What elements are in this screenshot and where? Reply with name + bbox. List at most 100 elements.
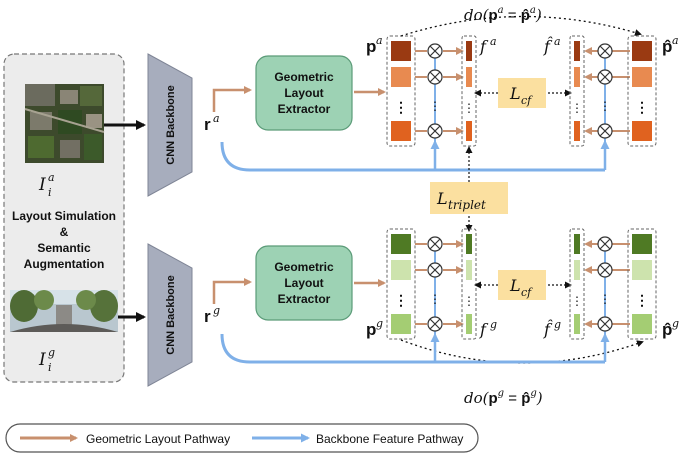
ground-backbone: CNN Backbone [147,243,193,387]
aerial-p-sup: a [376,34,383,47]
aerial-branch: r a Geometric Layout Extractor p a ⋮ ⋮ [204,5,679,172]
aerial-f-sup: a [490,35,497,48]
aerial-do-p-sup: a [498,5,504,16]
aerial-fhat-cell-3 [574,121,580,141]
aerial-otimes-1 [427,43,443,59]
aerial-p-ellipsis: ⋮ [394,99,408,115]
ground-do-arc [400,339,644,364]
aerial-do-phat-sup: a [530,5,536,16]
aerial-otimes-3 [427,123,443,139]
ground-p-cell-1 [391,234,411,254]
ground-p-group [386,228,416,340]
input-panel: I i a Layout Simulation & Semantic Augme… [3,53,125,383]
ground-phat-cell-3 [632,314,652,334]
aerial-phat-cell-1 [632,41,652,61]
ground-do-phat-sup: g [530,388,536,399]
aerial-phat-cell-2 [632,67,652,87]
legend-geometric-label: Geometric Layout Pathway [86,432,230,446]
ground-image [10,290,118,332]
ground-fhat-ellipsis: ⋮ [571,294,583,308]
ground-otimes-6 [597,316,613,332]
aerial-f-label: f [479,37,489,56]
ground-caption-sup: g [48,346,55,359]
ground-f-ellipsis: ⋮ [463,294,475,308]
aerial-f-cell-1 [466,41,472,61]
ground-extractor-line-1: Geometric [274,260,334,274]
ground-fhat-cell-3 [574,314,580,334]
ground-lcf-sub: cf [521,286,533,299]
aerial-lcf-box [498,78,546,108]
ground-do-eq: = [504,390,521,407]
ground-f-cell-2 [466,260,472,280]
ground-backbone-path [220,333,605,364]
ground-fhat-group [569,228,585,340]
ground-f-cell-1 [466,234,472,254]
method-line-1: Layout Simulation [12,209,116,223]
method-line-3: Semantic [37,241,91,255]
ground-r-to-extractor-arrow [212,278,252,304]
ground-do-open: do( [464,389,490,407]
ground-fhat-sup: g [554,318,561,331]
triplet-loss-box [430,182,508,214]
ground-phat-sup: g [672,317,679,330]
legend: Geometric Layout Pathway Backbone Featur… [5,423,479,453]
ground-phat-cell-2 [632,260,652,280]
aerial-otimes-6 [597,123,613,139]
aerial-extractor-line-3: Extractor [278,102,331,116]
aerial-phat-group [627,35,657,147]
aerial-extractor-line-1: Geometric [274,70,334,84]
ground-lcf-box [498,270,546,300]
ground-do-p: p [489,390,498,407]
aerial-f-cell-3 [466,121,472,141]
aerial-p-cell-1 [391,41,411,61]
aerial-otimes-2 [427,69,443,85]
aerial-f-ellipsis: ⋮ [463,101,475,115]
aerial-phat-cell-3 [632,121,652,141]
aerial-lcf-label: L [509,84,521,103]
ground-extractor-line-2: Layout [284,276,323,290]
aerial-do-label: do(pa = p̂a) [464,5,542,24]
aerial-fhat-group [569,35,585,147]
ground-f-label: f [479,320,489,339]
aerial-fhat-label: f̂ [543,37,553,56]
aerial-extractor-line-2: Layout [284,86,323,100]
ground-caption-sub: i [48,361,52,374]
aerial-fhat-cell-1 [574,41,580,61]
aerial-backbone: CNN Backbone [147,53,193,197]
aerial-lcf-sub: cf [521,94,533,107]
ground-do-phat: p̂ [521,390,530,407]
aerial-p-label: p [366,37,376,56]
ground-fhat-label: f̂ [543,320,553,339]
aerial-phat-label: p̂ [662,37,672,56]
ground-otimes-1 [427,236,443,252]
ground-branch: r g Geometric Layout Extractor ⋮ p g ⋮ ⋮… [204,228,679,407]
ground-otimes-3 [427,316,443,332]
ground-f-sup: g [490,318,497,331]
ground-r-label: r [204,307,211,326]
aerial-fhat-ellipsis: ⋮ [571,101,583,115]
aerial-fhat-sup: a [554,35,561,48]
ground-otimes-4 [597,236,613,252]
ground-extractor-line-3: Extractor [278,292,331,306]
method-line-2: & [60,225,69,239]
ground-p-sup: g [376,317,383,330]
aerial-otimes-ellipsis: ⋮ [429,99,441,113]
ground-lcf-label: L [509,276,521,295]
ground-fhat-cell-2 [574,260,580,280]
ground-otimes-2 [427,262,443,278]
aerial-phat-ellipsis: ⋮ [635,99,649,115]
ground-p-label: p [366,320,376,339]
aerial-p-cell-2 [391,67,411,87]
aerial-p-cell-3 [391,121,411,141]
ground-p-cell-3 [391,314,411,334]
aerial-do-p: p [489,7,498,24]
aerial-image [24,84,105,163]
aerial-do-phat: p̂ [521,7,530,24]
ground-otimes-ellipsis-2: ⋮ [599,292,611,306]
ground-phat-group [627,228,657,340]
aerial-do-arc [400,15,642,37]
aerial-caption-sup: a [48,171,55,184]
aerial-do-open: do( [464,6,490,24]
ground-otimes-5 [597,262,613,278]
ground-phat-cell-1 [632,234,652,254]
